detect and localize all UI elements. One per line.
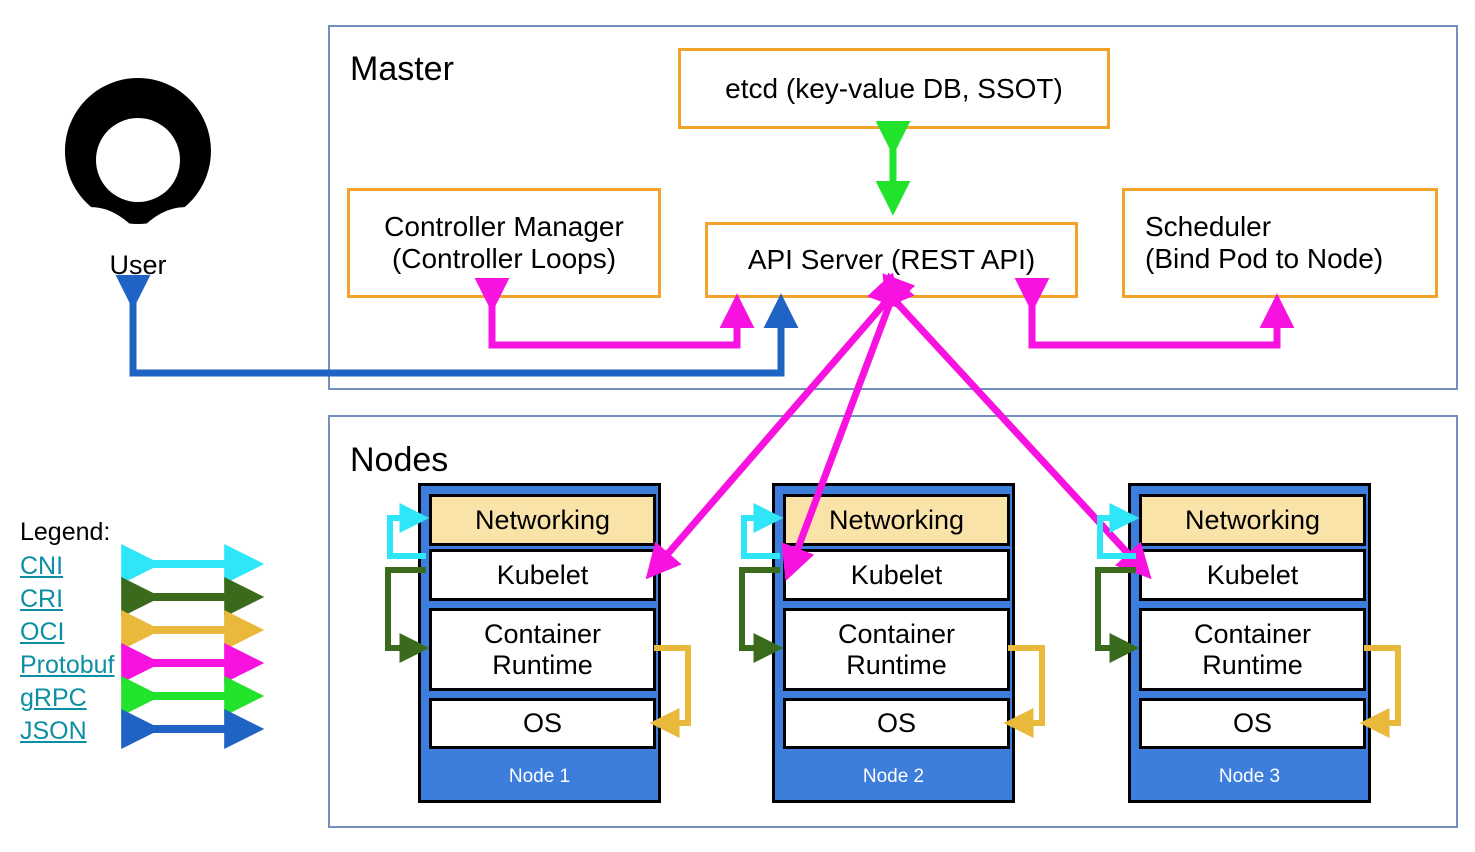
scheduler-label-line1: Scheduler xyxy=(1145,211,1272,243)
etcd-box[interactable]: etcd (key-value DB, SSOT) xyxy=(678,48,1110,129)
node-1-kubelet-label: Kubelet xyxy=(496,559,589,590)
node-1-networking-label: Networking xyxy=(474,504,611,535)
node-2-kubelet-box[interactable]: Kubelet xyxy=(783,549,1010,601)
api-server-box[interactable]: API Server (REST API) xyxy=(705,222,1078,298)
legend-item-protobuf[interactable]: Protobuf xyxy=(20,651,115,679)
node-3-shell[interactable]: Networking Kubelet Container Runtime OS … xyxy=(1128,483,1371,803)
node-3-networking-label: Networking xyxy=(1184,504,1321,535)
node-2-container-runtime-label-line1: Container xyxy=(837,618,956,649)
node-1-container-runtime-label-line1: Container xyxy=(483,618,602,649)
node-3-container-runtime-label-line1: Container xyxy=(1193,618,1312,649)
node-2-os-box[interactable]: OS xyxy=(783,698,1010,749)
scheduler-box[interactable]: Scheduler (Bind Pod to Node) xyxy=(1122,188,1438,298)
node-1-os-label: OS xyxy=(522,708,562,739)
node-2-kubelet-label: Kubelet xyxy=(850,559,943,590)
node-2-os-label: OS xyxy=(876,708,916,739)
user-avatar-icon xyxy=(64,78,211,234)
node-1-container-runtime-label-line2: Runtime xyxy=(492,649,593,680)
node-1-os-box[interactable]: OS xyxy=(429,698,656,749)
user-label: User xyxy=(109,250,167,280)
scheduler-label-line2: (Bind Pod to Node) xyxy=(1145,243,1384,274)
controller-manager-box[interactable]: Controller Manager (Controller Loops) xyxy=(347,188,661,298)
node-3-container-runtime-box[interactable]: Container Runtime xyxy=(1139,608,1366,691)
legend-title: Legend: xyxy=(20,518,111,546)
api-server-label: API Server (REST API) xyxy=(747,244,1036,276)
node-1-networking-box[interactable]: Networking xyxy=(429,494,656,546)
node-1-container-runtime-box[interactable]: Container Runtime xyxy=(429,608,656,691)
node-2-name-label: Node 2 xyxy=(862,766,925,787)
node-3-container-runtime-label-line2: Runtime xyxy=(1202,649,1303,680)
node-2-container-runtime-box[interactable]: Container Runtime xyxy=(783,608,1010,691)
legend-item-cni[interactable]: CNI xyxy=(20,552,64,580)
nodes-group-title: Nodes xyxy=(350,441,449,479)
controller-manager-label-line2: (Controller Loops) xyxy=(391,243,617,274)
node-3-name-label: Node 3 xyxy=(1218,766,1281,787)
node-1-shell[interactable]: Networking Kubelet Container Runtime OS … xyxy=(418,483,661,803)
node-2-container-runtime-label-line2: Runtime xyxy=(846,649,947,680)
node-2-networking-label: Networking xyxy=(828,504,965,535)
legend-item-json[interactable]: JSON xyxy=(20,717,87,745)
node-3-kubelet-box[interactable]: Kubelet xyxy=(1139,549,1366,601)
node-2-networking-box[interactable]: Networking xyxy=(783,494,1010,546)
node-3-kubelet-label: Kubelet xyxy=(1206,559,1299,590)
node-2-shell[interactable]: Networking Kubelet Container Runtime OS … xyxy=(772,483,1015,803)
controller-manager-label-line1: Controller Manager xyxy=(384,211,624,243)
node-3-os-box[interactable]: OS xyxy=(1139,698,1366,749)
node-1-name-label: Node 1 xyxy=(508,766,571,787)
master-group-title: Master xyxy=(350,50,454,88)
legend-item-cri[interactable]: CRI xyxy=(20,585,64,613)
legend-item-oci[interactable]: OCI xyxy=(20,618,65,646)
node-3-networking-box[interactable]: Networking xyxy=(1139,494,1366,546)
node-3-os-label: OS xyxy=(1232,708,1272,739)
node-1-kubelet-box[interactable]: Kubelet xyxy=(429,549,656,601)
etcd-label: etcd (key-value DB, SSOT) xyxy=(725,72,1063,104)
legend-item-grpc[interactable]: gRPC xyxy=(20,684,87,712)
